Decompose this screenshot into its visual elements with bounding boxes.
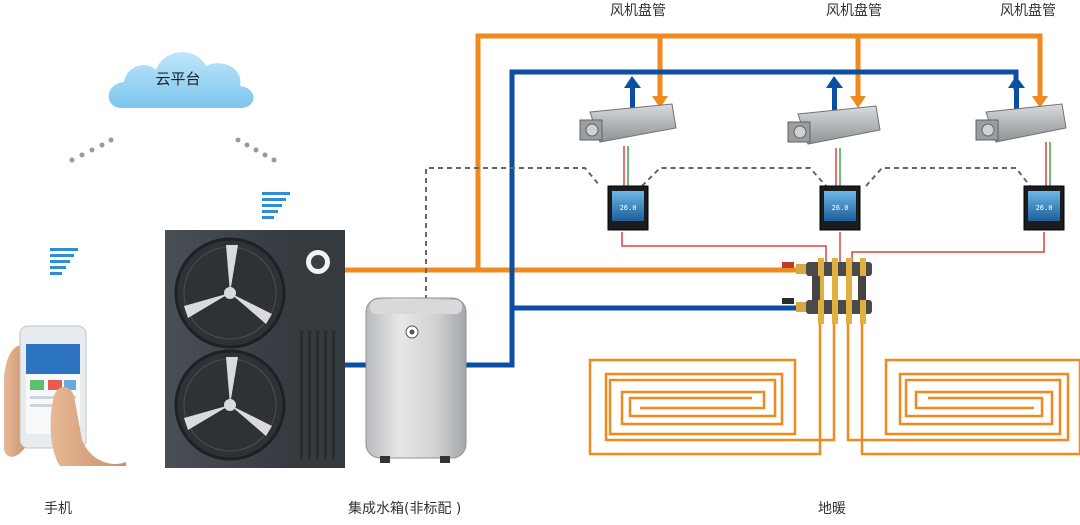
- fan-coil-label: 风机盘管: [826, 3, 882, 19]
- green-wires: [627, 142, 1051, 186]
- outdoor-heat-pump-unit: [165, 230, 345, 468]
- wifi-icon: [262, 192, 290, 219]
- thermostat-reading: 26.0: [832, 204, 849, 212]
- fan-coil-unit: [975, 103, 1067, 143]
- cloud-icon: [108, 52, 254, 108]
- phone-label: 手机: [44, 501, 72, 517]
- thermostat-panel: [607, 185, 649, 231]
- floor-heating-coil: [588, 324, 1080, 456]
- thermostat-reading: 26.0: [1036, 204, 1053, 212]
- floor-heating-manifold: [782, 258, 872, 324]
- thermostat-panel: [819, 185, 861, 231]
- control-wire: [425, 167, 1031, 300]
- fan-coil-unit: [579, 103, 677, 143]
- hot-water-pipes: [345, 33, 1043, 273]
- fan-grille-bottom: [174, 349, 286, 461]
- thermostat-reading: 26.0: [620, 204, 637, 212]
- fan-grille-top: [174, 237, 286, 349]
- fan-coil-label: 风机盘管: [1000, 3, 1056, 19]
- wifi-icon: [50, 248, 78, 275]
- fan-coil-unit: [787, 105, 881, 145]
- phone-in-hand: [4, 325, 126, 466]
- thermostat-panel: [1023, 185, 1065, 231]
- floor-heating-label: 地暖: [818, 501, 846, 517]
- fan-coil-label: 风机盘管: [610, 3, 666, 19]
- signal-dots-right: [235, 137, 277, 163]
- signal-dots-left: [69, 137, 114, 163]
- flow-arrows: [624, 76, 1048, 112]
- cloud-label: 云平台: [155, 70, 201, 88]
- water-tank: [365, 297, 467, 463]
- signal-wires: [621, 142, 1047, 262]
- water-tank-label: 集成水箱(非标配 ): [348, 501, 462, 517]
